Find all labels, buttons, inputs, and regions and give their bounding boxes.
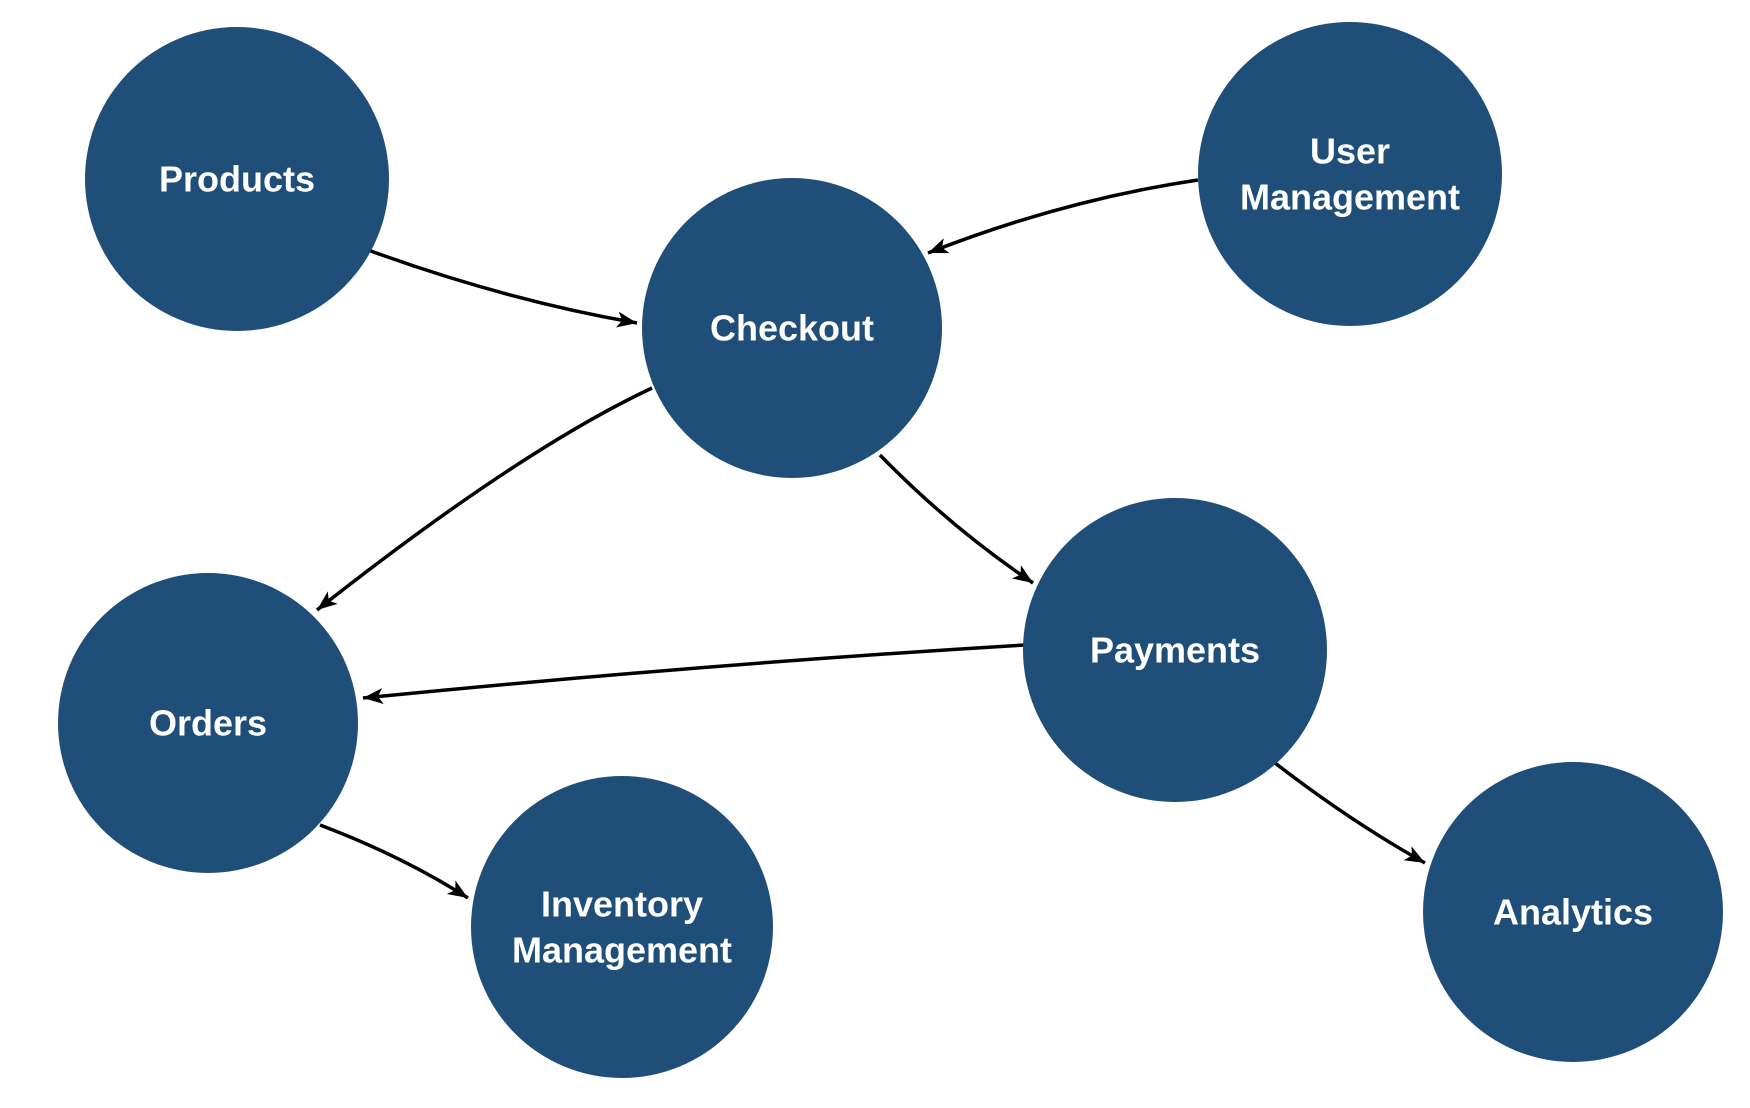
checkout-circle[interactable]: [642, 178, 942, 478]
node-orders[interactable]: Orders: [58, 573, 358, 873]
edge-payments-to-analytics[interactable]: [1273, 761, 1426, 865]
edge-orders-to-inventory-management[interactable]: [319, 823, 469, 900]
user-management-circle[interactable]: [1198, 22, 1502, 326]
node-analytics[interactable]: Analytics: [1423, 762, 1723, 1062]
edge-products-to-checkout[interactable]: [367, 248, 638, 328]
products-circle[interactable]: [85, 27, 389, 331]
node-checkout[interactable]: Checkout: [642, 178, 942, 478]
inventory-management-circle[interactable]: [471, 776, 773, 1078]
orders-circle[interactable]: [58, 573, 358, 873]
node-products[interactable]: Products: [85, 27, 389, 331]
edge-checkout-to-orders[interactable]: [315, 386, 653, 612]
edge-payments-to-orders[interactable]: [362, 643, 1026, 704]
edge-checkout-to-payments[interactable]: [878, 453, 1034, 585]
analytics-circle[interactable]: [1423, 762, 1723, 1062]
edge-user-management-to-checkout[interactable]: [927, 178, 1199, 255]
node-payments[interactable]: Payments: [1023, 498, 1327, 802]
payments-circle[interactable]: [1023, 498, 1327, 802]
